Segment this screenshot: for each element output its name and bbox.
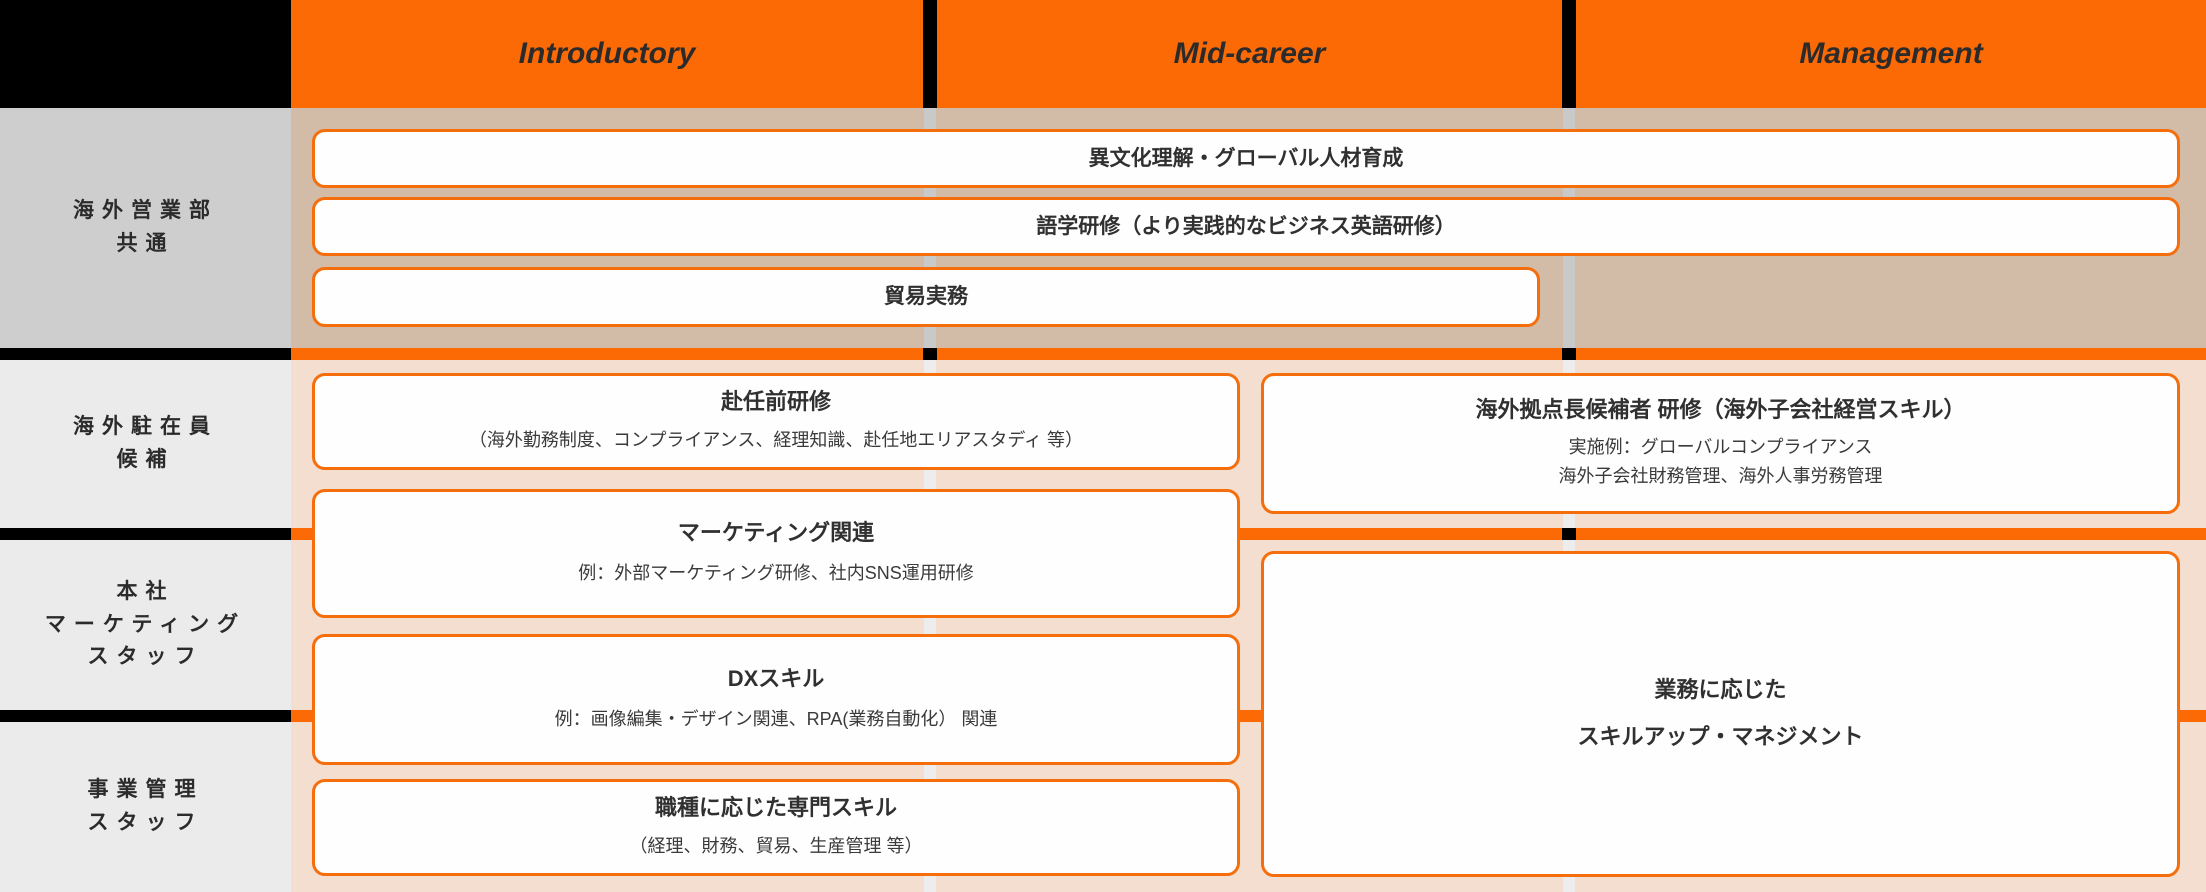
box-title: 異文化理解・グローバル人材育成 (1088, 146, 1404, 170)
header-corner-cell (0, 0, 291, 108)
sidebar-row-divider (0, 348, 291, 360)
box-pre-assignment-training: 赴任前研修 （海外勤務制度、コンプライアンス、経理知識、赴任地エリアスタディ 等… (312, 373, 1240, 470)
box-title: 語学研修（より実践的なビジネス英語研修） (1036, 214, 1456, 238)
box-language-training: 語学研修（より実践的なビジネス英語研修） (312, 197, 2180, 256)
sidebar-label-line: 共通 (116, 232, 175, 255)
box-subtitle: 海外子会社財務管理、海外人事労務管理 (1558, 465, 1883, 486)
sidebar-row-divider (0, 710, 291, 722)
box-title: 赴任前研修 (720, 389, 831, 415)
sidebar-label-line: 本社 (116, 580, 175, 604)
sidebar-label-line: 海外営業部 (73, 199, 218, 223)
box-title-line: スキルアップ・マネジメント (1577, 724, 1864, 749)
header-column-divider (923, 0, 937, 108)
sidebar-label-line: 候補 (116, 448, 175, 471)
sidebar-label-line: スタッフ (87, 645, 204, 669)
box-subtitle: 実施例：グローバルコンプライアンス (1568, 437, 1873, 457)
sidebar-row-overseas-sales-common: 海外営業部 共通 (0, 108, 291, 348)
sidebar-row-business-admin-staff: 事業管理 スタッフ (0, 722, 291, 892)
sidebar-row-expatriate-candidates: 海外駐在員 候補 (0, 360, 291, 528)
box-subtitle: 例：外部マーケティング研修、社内SNS運用研修 (578, 563, 974, 584)
divider-intersection (923, 348, 937, 360)
box-title-line: 業務に応じた (1654, 677, 1787, 703)
box-subtitle: 例：画像編集・デザイン関連、RPA(業務自動化） 関連 (554, 709, 998, 730)
box-title: 海外拠点長候補者 研修（海外子会社経営スキル） (1475, 397, 1966, 423)
box-title: DXスキル (727, 665, 825, 691)
sidebar-label-line: マーケティング (44, 612, 247, 636)
box-subtitle: （経理、財務、貿易、生産管理 等） (629, 835, 923, 856)
box-skillup-management: 業務に応じた スキルアップ・マネジメント (1261, 551, 2180, 877)
box-subtitle: （海外勤務制度、コンプライアンス、経理知識、赴任地エリアスタディ 等） (468, 429, 1084, 450)
column-header-introductory: Introductory (518, 37, 696, 70)
box-trade-practice: 貿易実務 (312, 267, 1540, 327)
row-divider (291, 348, 2206, 360)
header-column-divider (1562, 0, 1576, 108)
box-title: 職種に応じた専門スキル (654, 795, 897, 821)
divider-intersection (1562, 348, 1576, 360)
sidebar-row-divider (0, 528, 291, 540)
box-dx-skills: DXスキル 例：画像編集・デザイン関連、RPA(業務自動化） 関連 (312, 634, 1240, 765)
box-title: 貿易実務 (884, 285, 968, 309)
box-specialized-skills: 職種に応じた専門スキル （経理、財務、貿易、生産管理 等） (312, 779, 1240, 876)
sidebar-label-line: 事業管理 (87, 778, 204, 802)
box-cross-cultural-global-hr: 異文化理解・グローバル人材育成 (312, 129, 2180, 188)
divider-intersection (1562, 528, 1576, 540)
box-marketing-related: マーケティング関連 例：外部マーケティング研修、社内SNS運用研修 (312, 489, 1240, 618)
sidebar-label-line: 海外駐在員 (73, 415, 218, 439)
column-header-management: Management (1799, 37, 1983, 70)
column-header-mid-career: Mid-career (1173, 37, 1326, 70)
box-overseas-site-manager-training: 海外拠点長候補者 研修（海外子会社経営スキル） 実施例：グローバルコンプライアン… (1261, 373, 2180, 514)
sidebar-label-line: スタッフ (87, 811, 204, 834)
sidebar-row-hq-marketing-staff: 本社 マーケティング スタッフ (0, 540, 291, 710)
box-title: マーケティング関連 (677, 519, 875, 545)
header-band (291, 0, 2206, 108)
